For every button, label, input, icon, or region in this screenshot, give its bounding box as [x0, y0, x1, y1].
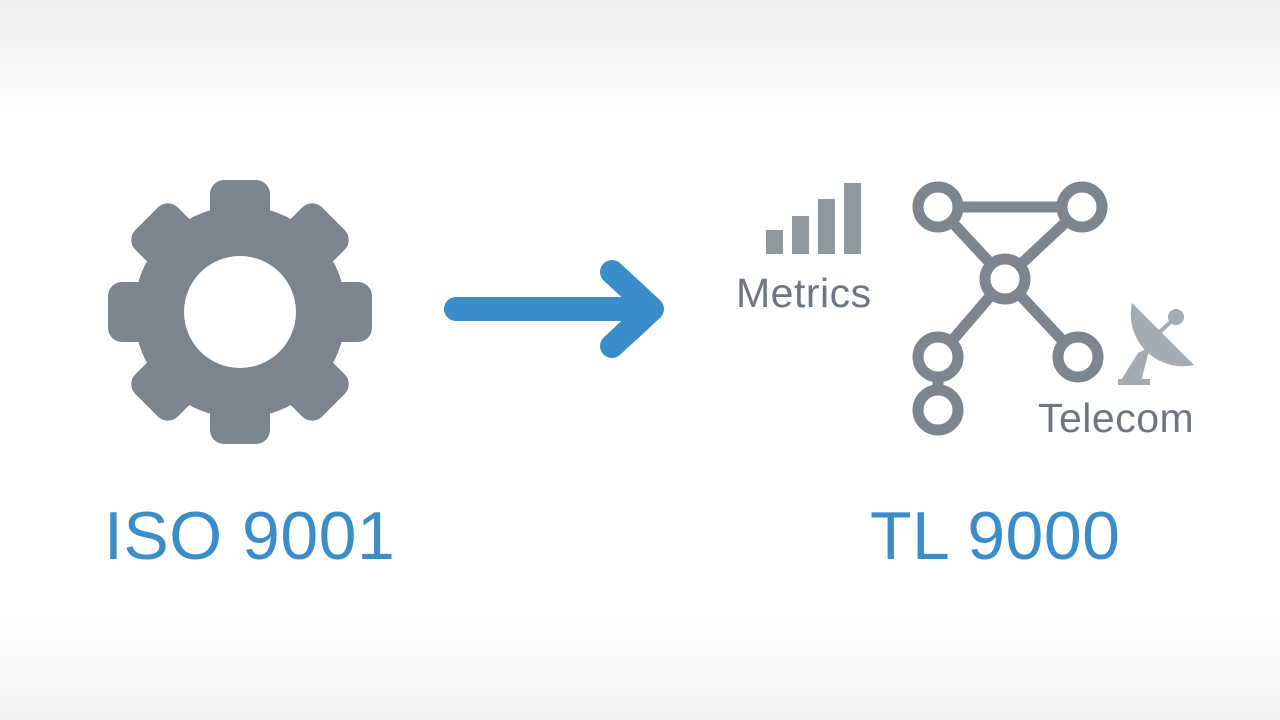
bar-chart-icon [766, 183, 861, 254]
iso-9001-title: ISO 9001 [104, 498, 396, 574]
tl-9000-title: TL 9000 [870, 498, 1121, 574]
arrow-right-icon [444, 260, 664, 358]
gear-icon [108, 180, 372, 444]
telecom-label: Telecom [1038, 395, 1195, 441]
network-icon [912, 181, 1108, 436]
satellite-dish-icon [1118, 303, 1194, 385]
metrics-label: Metrics [736, 270, 872, 316]
